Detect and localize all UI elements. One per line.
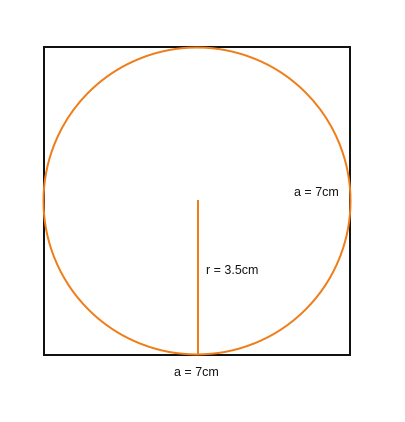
- radius-label: r = 3.5cm: [206, 263, 259, 277]
- side-length-label-bottom: a = 7cm: [174, 365, 219, 379]
- side-length-label-right: a = 7cm: [294, 185, 339, 199]
